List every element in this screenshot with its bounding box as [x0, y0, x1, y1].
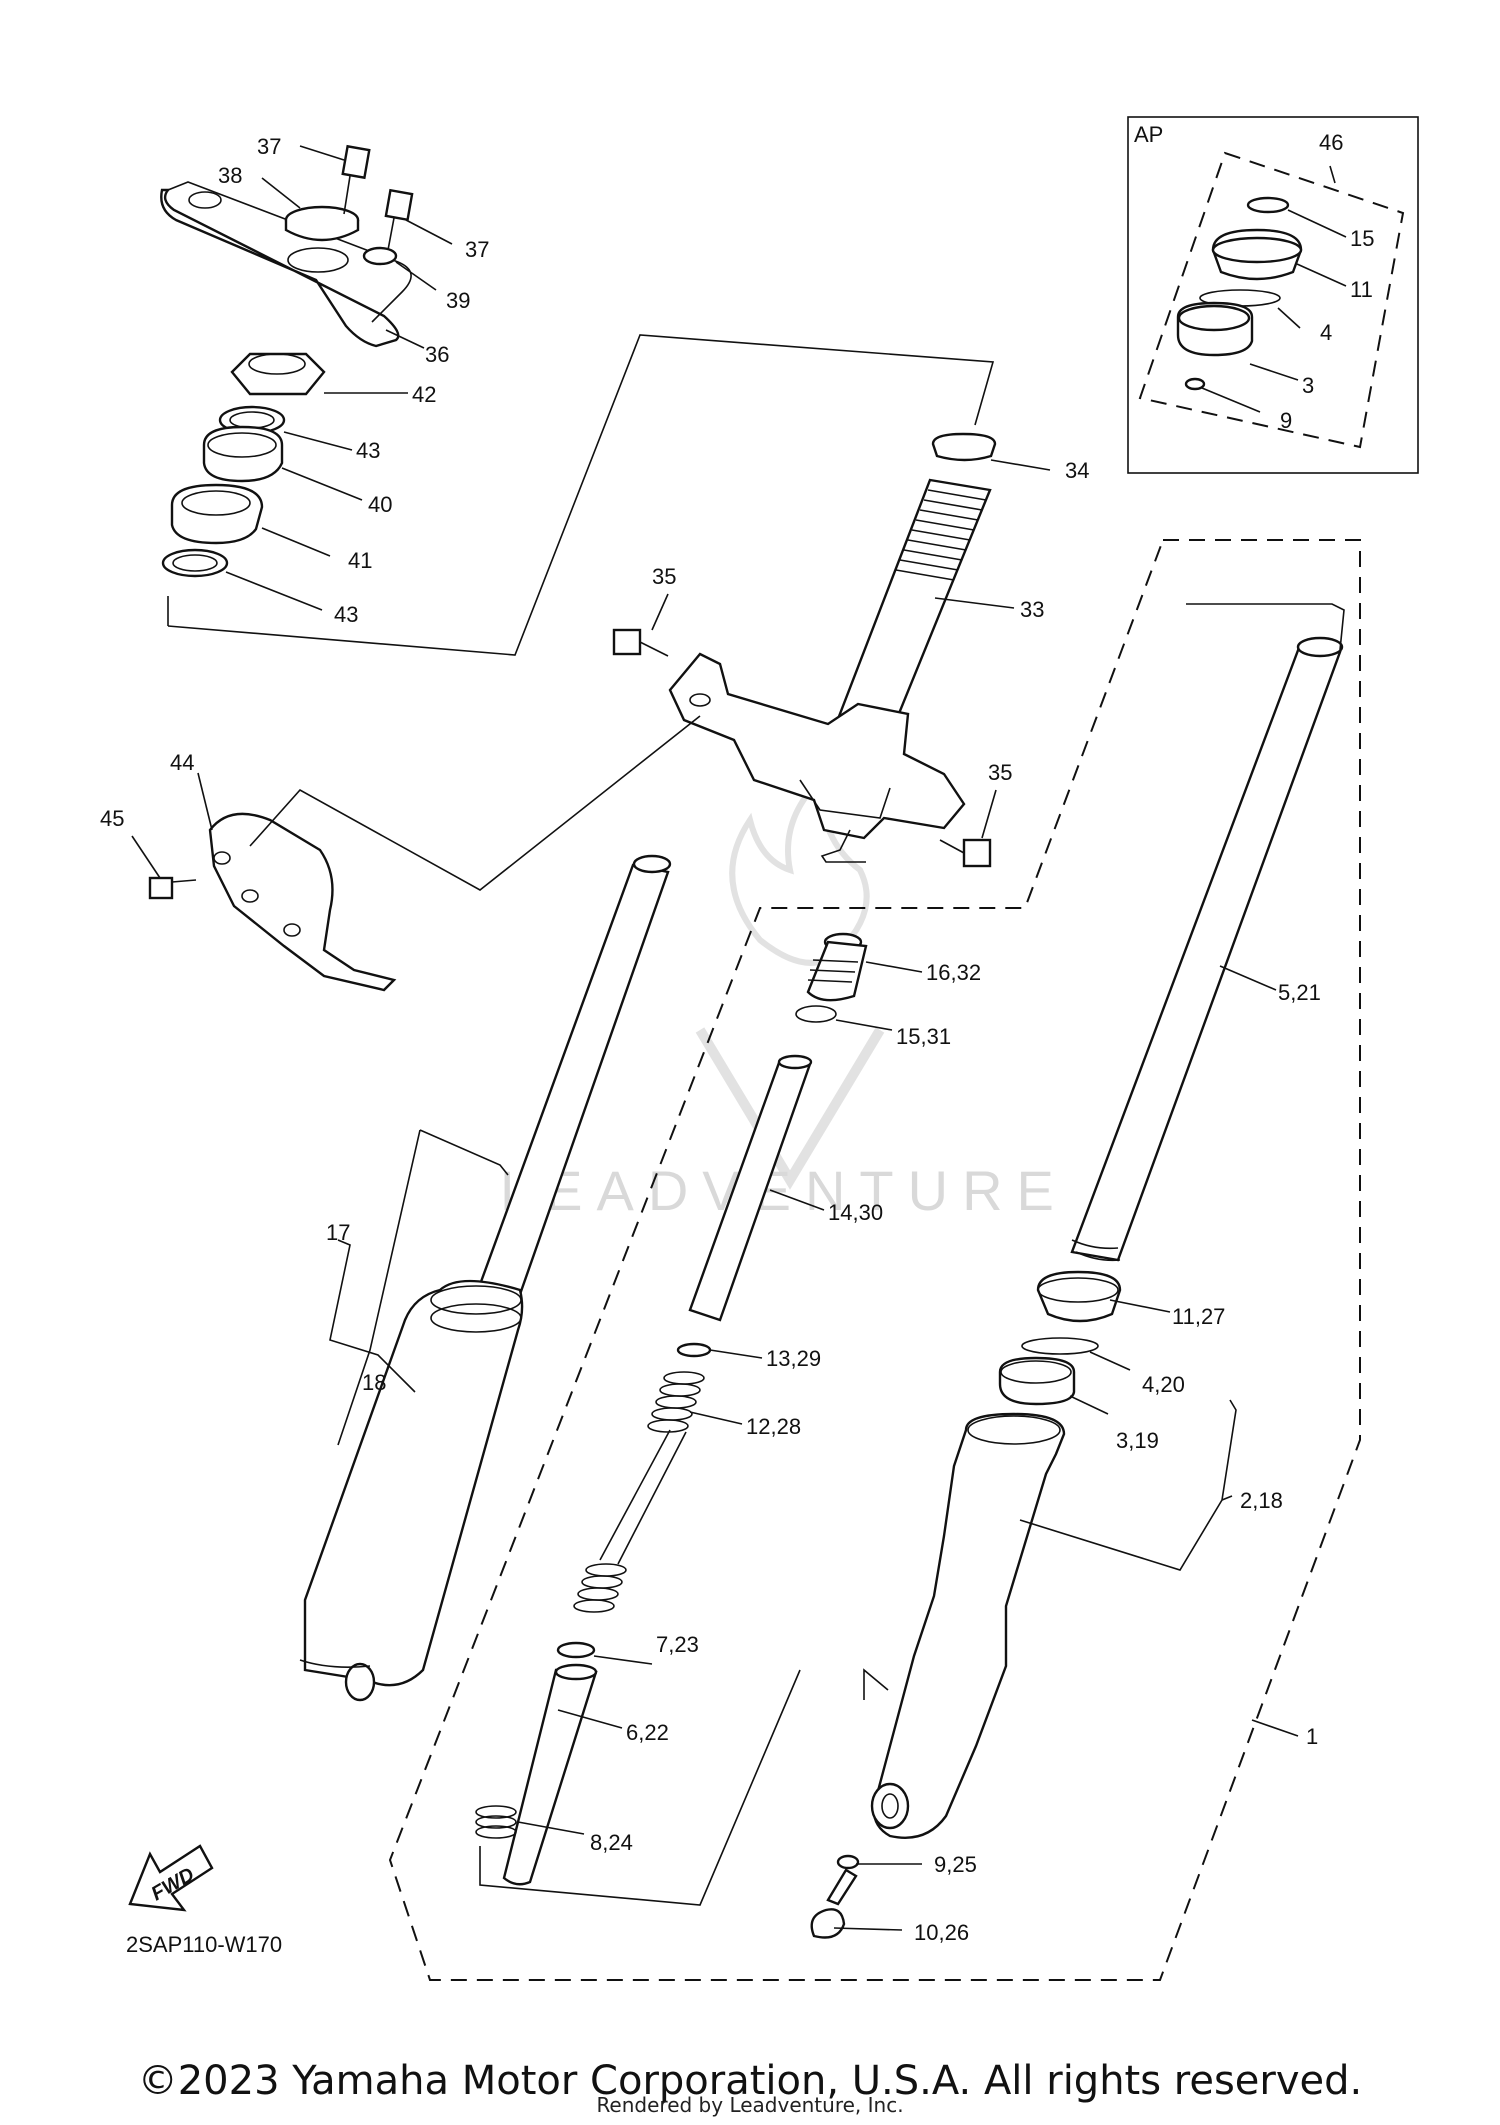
watermark: LEADVENTURE — [500, 772, 1068, 1222]
left-fork-group: 17 18 — [299, 854, 672, 1702]
label-15: 15 — [1350, 226, 1374, 251]
label-1: 1 — [1306, 1724, 1318, 1749]
label-3: 3 — [1302, 373, 1314, 398]
label-38: 38 — [218, 163, 242, 188]
label-14-30: 14,30 — [828, 1200, 883, 1225]
label-17: 17 — [326, 1220, 350, 1245]
label-9: 9 — [1280, 408, 1292, 433]
copyright-notice: ©2023 Yamaha Motor Corporation, U.S.A. A… — [137, 2058, 1363, 2104]
right-fork-group: 5,21 11,27 4,20 3,19 2,18 1 9,25 10,26 — [810, 603, 1345, 1945]
label-5-21: 5,21 — [1278, 980, 1321, 1005]
inset-ap: AP 46 15 11 4 3 9 — [1127, 116, 1419, 474]
cable-guide-group: 44 45 — [100, 715, 701, 992]
label-11-27: 11,27 — [1172, 1304, 1225, 1329]
watermark-text: LEADVENTURE — [500, 1159, 1068, 1222]
label-37-b: 37 — [465, 237, 489, 262]
label-3-19: 3,19 — [1116, 1428, 1159, 1453]
rendered-by-notice: Rendered by Leadventure, Inc. — [596, 2093, 904, 2117]
label-11: 11 — [1350, 277, 1373, 302]
damper-group: 16,32 15,31 14,30 13,29 12,28 7,23 6,22 … — [388, 539, 1361, 1981]
label-10-26: 10,26 — [914, 1920, 969, 1945]
label-35-b: 35 — [988, 760, 1012, 785]
label-13-29: 13,29 — [766, 1346, 821, 1371]
label-34: 34 — [1065, 458, 1089, 483]
label-43-a: 43 — [356, 438, 380, 463]
label-6-22: 6,22 — [626, 1720, 669, 1745]
label-4-20: 4,20 — [1142, 1372, 1185, 1397]
label-45: 45 — [100, 806, 124, 831]
label-12-28: 12,28 — [746, 1414, 801, 1439]
label-41: 41 — [348, 548, 372, 573]
label-37-a: 37 — [257, 134, 281, 159]
inset-title: AP — [1134, 122, 1163, 147]
label-42: 42 — [412, 382, 436, 407]
label-7-23: 7,23 — [656, 1632, 699, 1657]
label-39: 39 — [446, 288, 470, 313]
label-15-31: 15,31 — [896, 1024, 951, 1049]
label-44: 44 — [170, 750, 194, 775]
label-18: 18 — [362, 1370, 386, 1395]
label-16-32: 16,32 — [926, 960, 981, 985]
label-2-18: 2,18 — [1240, 1488, 1283, 1513]
label-9-25: 9,25 — [934, 1852, 977, 1877]
steering-stem-group: 34 33 35 35 — [612, 432, 1089, 868]
label-33: 33 — [1020, 597, 1044, 622]
label-8-24: 8,24 — [590, 1830, 633, 1855]
label-43-b: 43 — [334, 602, 358, 627]
fwd-arrow-icon: FWD — [128, 1844, 214, 1912]
label-35-a: 35 — [652, 564, 676, 589]
upper-bracket-group: 37 38 37 39 36 42 43 40 41 43 — [160, 134, 995, 656]
label-4: 4 — [1320, 320, 1332, 345]
diagram-code: 2SAP110-W170 — [126, 1932, 282, 1957]
label-46: 46 — [1319, 130, 1343, 155]
label-40: 40 — [368, 492, 392, 517]
label-36: 36 — [425, 342, 449, 367]
